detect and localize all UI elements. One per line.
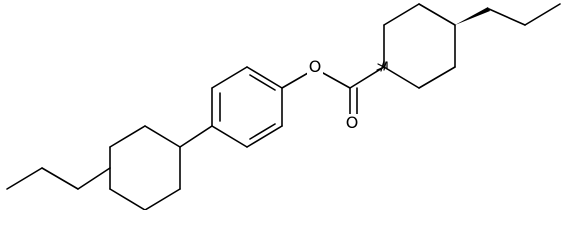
right-cyclohexane-ring xyxy=(383,3,456,89)
chemical-structure-diagram: O O xyxy=(6,3,561,210)
right-propyl-chain xyxy=(488,3,561,26)
carbonyl-oxygen-label: O xyxy=(346,113,359,132)
atom-labels: O O xyxy=(307,57,360,132)
stereo-wedge-bond xyxy=(455,7,490,25)
benzene-ring xyxy=(211,66,283,148)
stereo-hash-bond xyxy=(376,60,388,72)
left-cyclohexane-ring xyxy=(109,125,181,210)
cyclohexyl-phenyl-bond xyxy=(179,125,213,148)
ester-oxygen-label: O xyxy=(309,57,322,76)
ester-linkage xyxy=(281,66,385,116)
left-propyl-chain xyxy=(6,167,111,190)
